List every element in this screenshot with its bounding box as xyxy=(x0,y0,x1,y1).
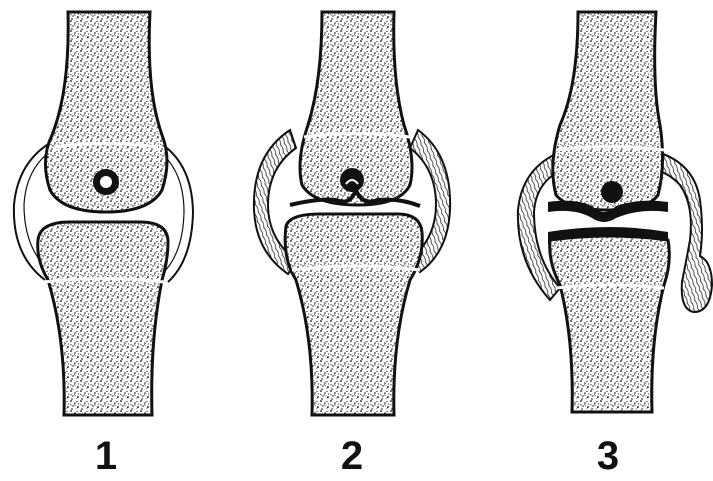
joint-1 xyxy=(14,12,193,415)
erosion xyxy=(601,181,623,203)
joint-2 xyxy=(254,12,450,415)
lower-bone xyxy=(550,236,670,412)
upper-bone xyxy=(553,12,663,210)
joint-3 xyxy=(518,12,712,412)
figure-label-3: 3 xyxy=(578,436,638,476)
figure-label-2: 2 xyxy=(322,436,382,476)
lower-bone xyxy=(285,214,422,415)
lower-bone xyxy=(38,222,168,415)
figure-label-1: 1 xyxy=(76,436,136,476)
